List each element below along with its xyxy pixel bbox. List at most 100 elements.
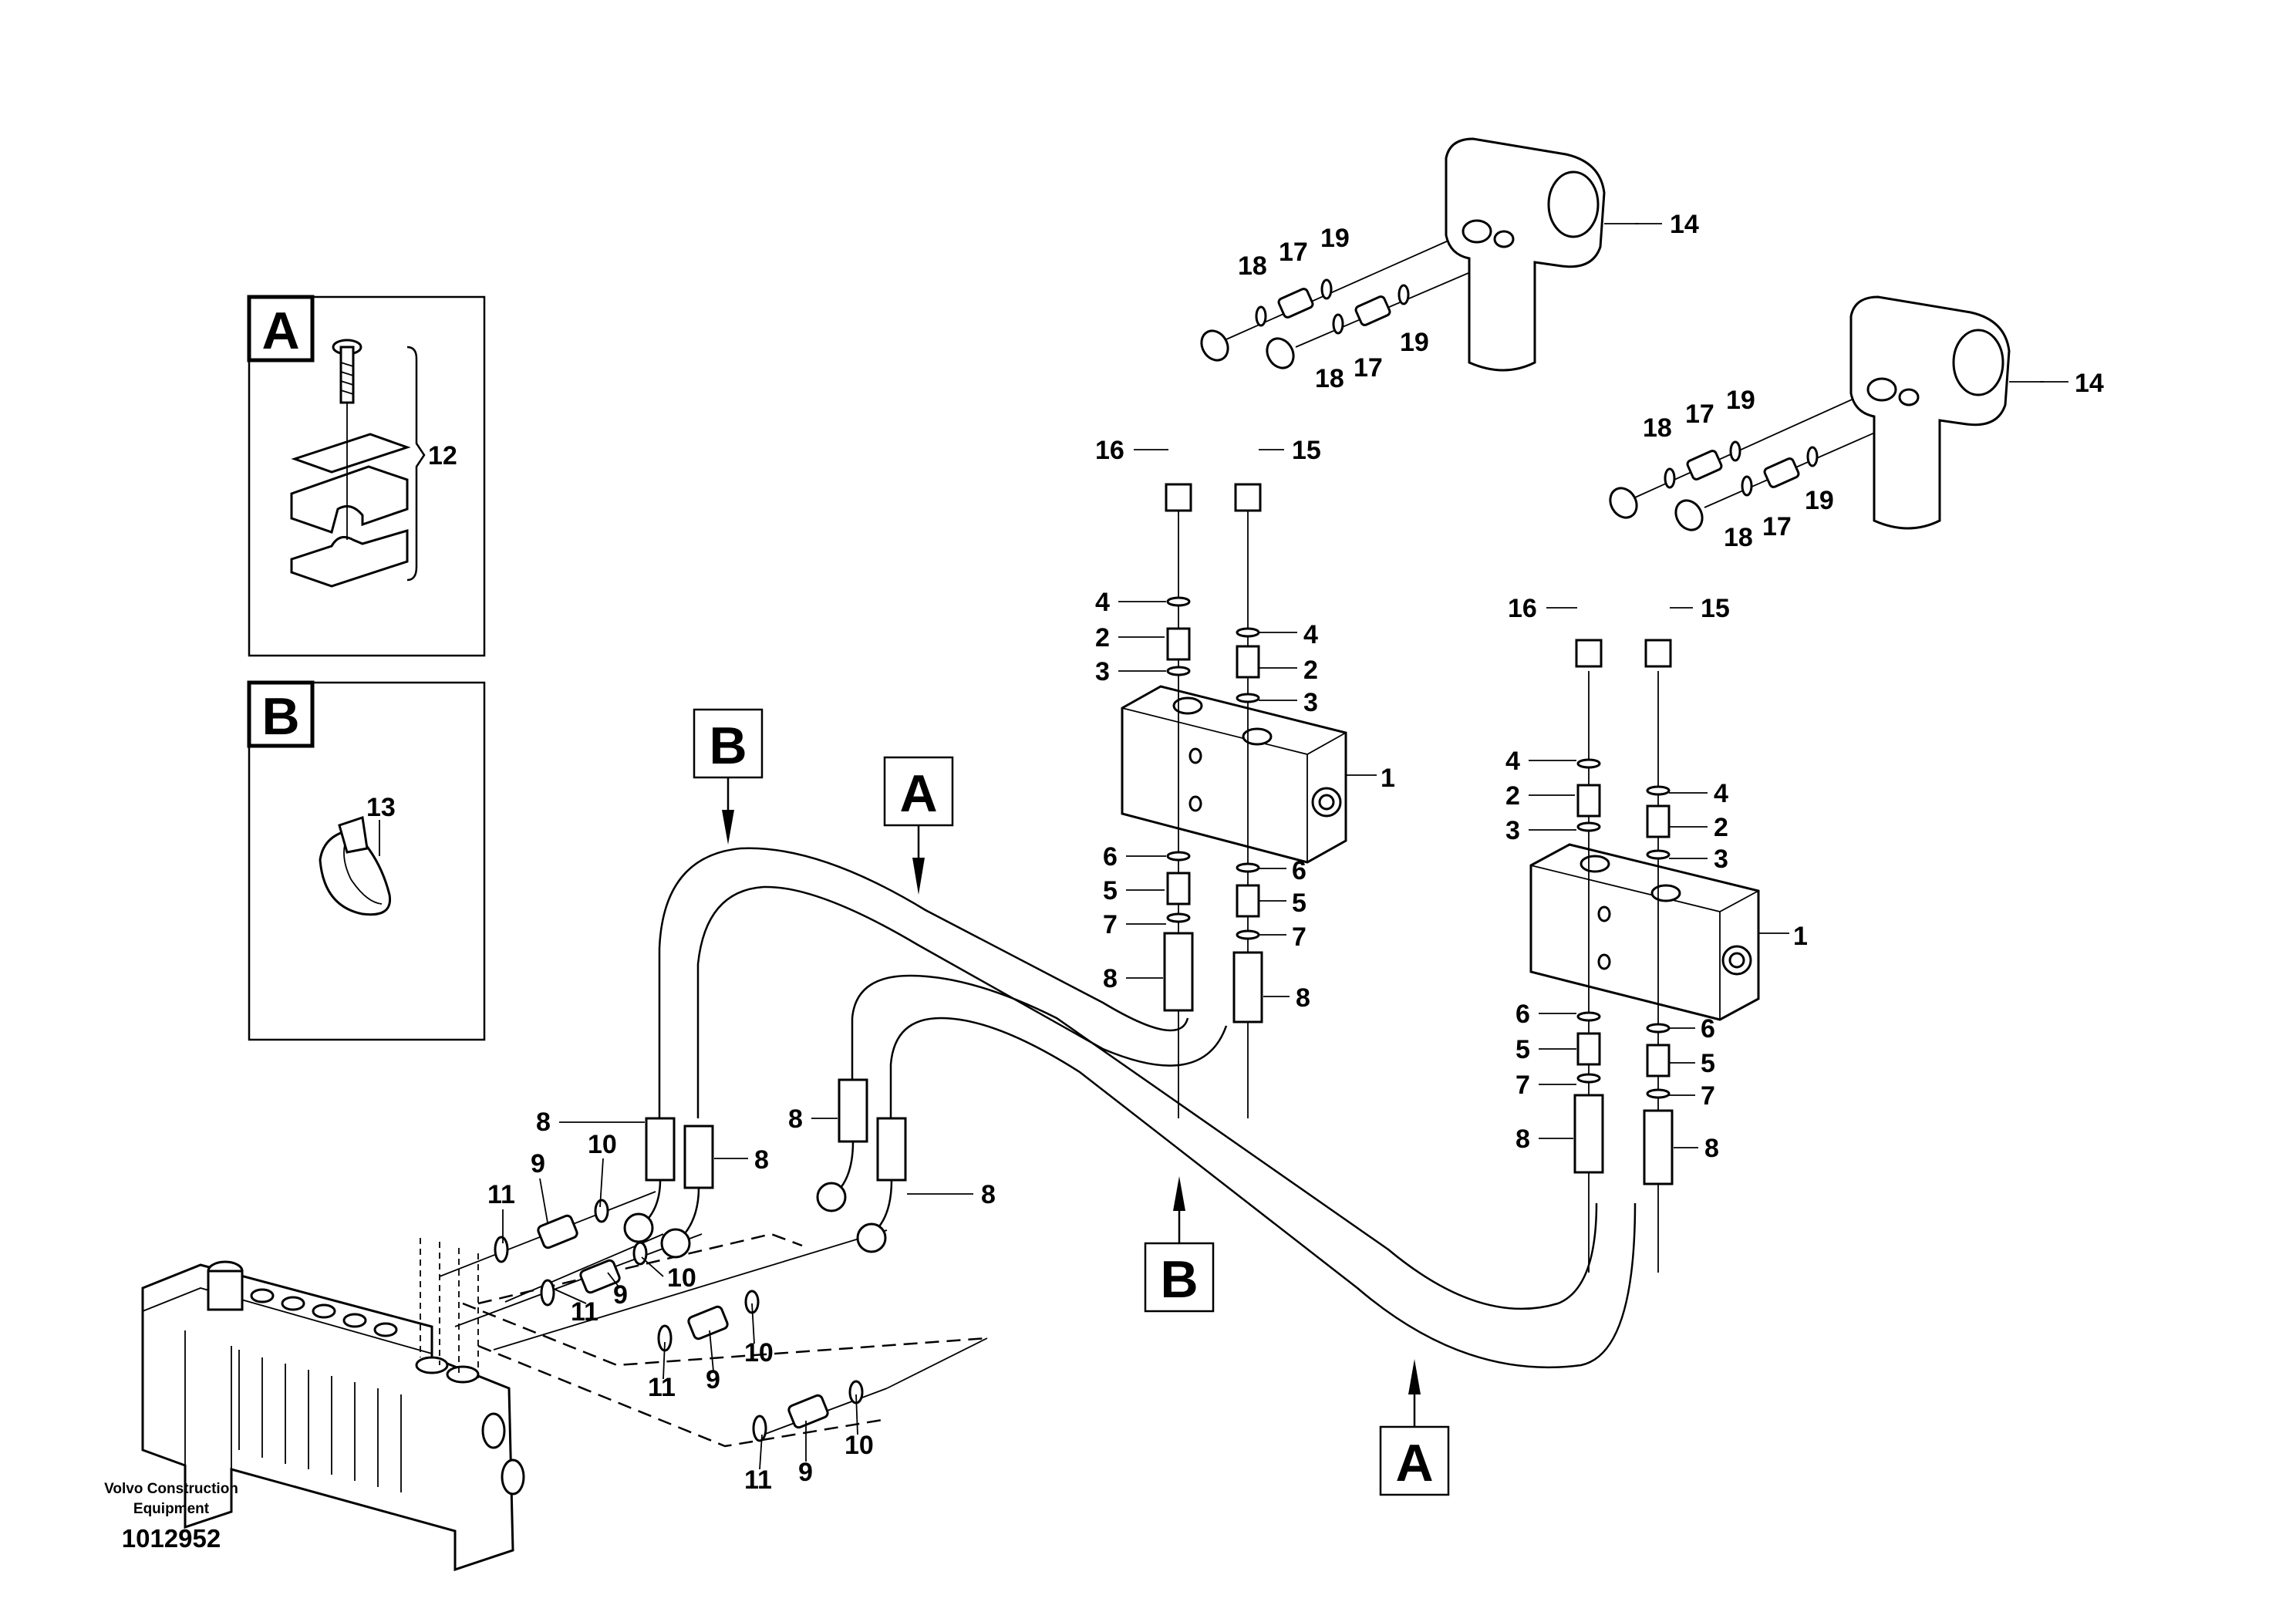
inset-b: B 13 (247, 680, 486, 1041)
callout-14: 14 (1670, 210, 1699, 239)
adapter-2-upper-left (1166, 596, 1191, 676)
upper-valve-fittings (1163, 509, 1263, 1118)
callout-9: 9 (798, 1458, 813, 1487)
callout-8: 8 (754, 1145, 769, 1175)
callout-3: 3 (1505, 816, 1520, 845)
inset-a: A 12 (247, 295, 486, 657)
callout-7: 7 (1292, 922, 1306, 952)
drawing-number: 1012952 (122, 1524, 221, 1553)
callout-2: 2 (1303, 656, 1318, 685)
view-marker-a-lower: A (1379, 1359, 1450, 1496)
callout-4: 4 (1505, 747, 1520, 776)
callout-19: 19 (1320, 224, 1350, 253)
bolt-icon (332, 339, 362, 404)
callout-8: 8 (981, 1180, 996, 1209)
lower-valve-fittings (1573, 671, 1674, 1273)
callout-7: 7 (1103, 910, 1118, 939)
callout-13: 13 (366, 793, 396, 822)
callout-6: 6 (1701, 1014, 1715, 1044)
callout-10: 10 (845, 1431, 874, 1460)
callout-6: 6 (1292, 856, 1306, 885)
callout-17: 17 (1354, 353, 1383, 383)
callout-18: 18 (1643, 413, 1672, 443)
callout-labels: 14 14 18 17 19 18 17 19 18 17 19 18 17 1… (487, 210, 2104, 1495)
callout-10: 10 (667, 1263, 696, 1293)
callout-16: 16 (1095, 436, 1124, 465)
callout-15: 15 (1701, 594, 1730, 623)
callout-12: 12 (428, 441, 457, 470)
callout-3: 3 (1714, 845, 1728, 874)
valve-plug-upper (1311, 787, 1342, 818)
callout-19: 19 (1805, 486, 1834, 515)
callout-17: 17 (1279, 238, 1308, 267)
callout-B: B (1160, 1250, 1198, 1309)
control-valve-block (141, 1238, 525, 1572)
union-17-lower-b (1741, 446, 1819, 497)
pipe-clamp-icon (290, 403, 411, 588)
callout-5: 5 (1515, 1035, 1530, 1064)
adapter-2-upper-right (1236, 627, 1260, 703)
callout-7: 7 (1701, 1081, 1715, 1111)
adapter-5-lower-left (1576, 1011, 1601, 1084)
callout-7: 7 (1515, 1071, 1530, 1100)
inset-a-letter: A (261, 302, 299, 360)
callout-2: 2 (1714, 813, 1728, 842)
callout-15: 15 (1292, 436, 1321, 465)
callout-11: 11 (571, 1297, 598, 1327)
adapter-5-lower-right (1646, 1023, 1671, 1099)
callout-11: 11 (744, 1465, 772, 1495)
callout-10: 10 (744, 1338, 774, 1367)
inset-b-letter: B (261, 687, 299, 746)
callout-9: 9 (613, 1280, 628, 1310)
callout-3: 3 (1095, 657, 1110, 686)
valve-plug-lower (1721, 945, 1752, 976)
valve-block-upper (1121, 685, 1377, 864)
union-9a (494, 1199, 609, 1263)
maker-line-1: Volvo Construction (104, 1481, 238, 1497)
hose-ends-lower (623, 1078, 907, 1259)
callout-18: 18 (1238, 251, 1267, 281)
union-17-upper-b (1332, 284, 1410, 335)
callout-9: 9 (706, 1365, 720, 1394)
view-marker-b-upper: B (693, 708, 764, 845)
callout-2: 2 (1095, 623, 1110, 653)
callout-8: 8 (1296, 983, 1310, 1013)
hoses (658, 847, 1637, 1369)
callout-16: 16 (1508, 594, 1537, 623)
valve-spool-caps (207, 1260, 525, 1496)
callout-5: 5 (1701, 1049, 1715, 1078)
callout-A: A (899, 764, 937, 823)
lower-pipes (1575, 389, 1921, 668)
callout-4: 4 (1303, 620, 1318, 649)
view-marker-a-upper: A (883, 756, 954, 895)
view-marker-b-lower: B (1144, 1176, 1215, 1313)
callout-11: 11 (648, 1373, 676, 1402)
adapter-5-upper-right (1236, 862, 1260, 940)
callout-3: 3 (1303, 688, 1318, 717)
tee-14-upper (1445, 137, 1639, 372)
union-9c (657, 1290, 760, 1352)
union-17-lower-a (1664, 440, 1741, 489)
callout-19: 19 (1726, 386, 1755, 415)
union-17-upper-a (1255, 278, 1333, 327)
callout-4: 4 (1095, 588, 1110, 617)
cable-tie-icon (319, 816, 392, 916)
callout-8: 8 (1103, 964, 1118, 993)
callout-8: 8 (788, 1104, 803, 1134)
callout-11: 11 (487, 1180, 515, 1209)
adapter-5-upper-left (1166, 851, 1191, 923)
callout-1: 1 (1793, 922, 1808, 951)
callout-18: 18 (1724, 523, 1753, 552)
callout-8: 8 (1704, 1134, 1719, 1163)
callout-14: 14 (2075, 369, 2104, 398)
callout-4: 4 (1714, 779, 1728, 808)
union-9b (540, 1241, 648, 1307)
callout-17: 17 (1685, 400, 1714, 429)
callout-17: 17 (1762, 512, 1792, 541)
callout-2: 2 (1505, 781, 1520, 811)
adapter-2-lower-right (1646, 785, 1671, 860)
callout-1: 1 (1381, 764, 1395, 793)
callout-5: 5 (1103, 876, 1118, 905)
upper-pipes (1165, 231, 1512, 512)
